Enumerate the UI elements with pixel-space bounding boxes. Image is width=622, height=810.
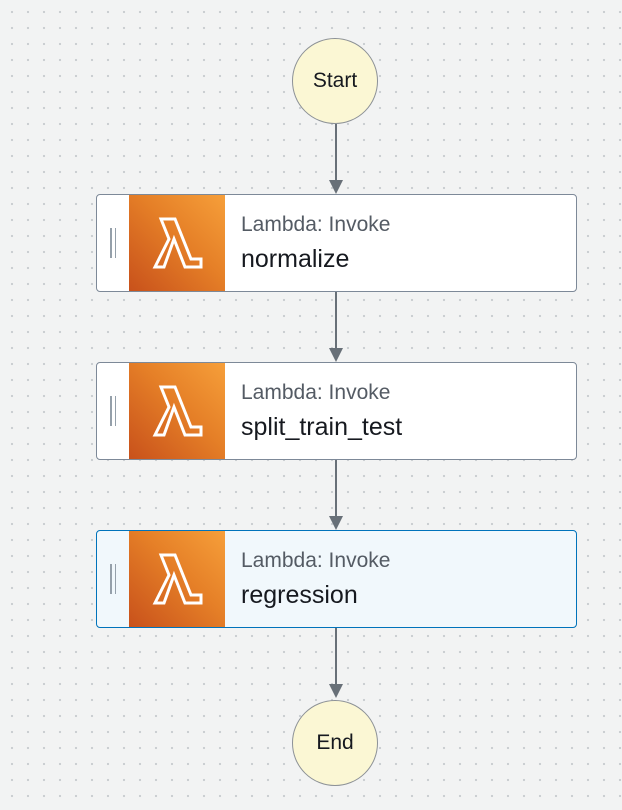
- arrowhead: [329, 684, 343, 698]
- drag-handle[interactable]: [97, 195, 129, 291]
- state-name-label: split_train_test: [241, 412, 403, 441]
- state-type-label: Lambda: Invoke: [241, 548, 391, 572]
- edge-regression-end: [335, 628, 337, 686]
- end-node[interactable]: End: [292, 700, 378, 786]
- drag-handle[interactable]: [97, 531, 129, 627]
- edge-split-regression: [335, 460, 337, 517]
- end-label: End: [316, 731, 354, 754]
- arrowhead: [329, 516, 343, 530]
- lambda-icon: [129, 531, 225, 627]
- lambda-icon: [129, 363, 225, 459]
- state-name-label: regression: [241, 580, 358, 609]
- start-label: Start: [312, 69, 358, 92]
- state-name-label: normalize: [241, 244, 350, 273]
- state-regression[interactable]: Lambda: Invoke regression: [96, 530, 577, 628]
- edge-normalize-split: [335, 292, 337, 349]
- start-node[interactable]: Start: [292, 38, 378, 124]
- state-type-label: Lambda: Invoke: [241, 380, 391, 404]
- state-type-label: Lambda: Invoke: [241, 212, 391, 236]
- drag-handle[interactable]: [97, 363, 129, 459]
- state-normalize[interactable]: Lambda: Invoke normalize: [96, 194, 577, 292]
- arrowhead: [329, 180, 343, 194]
- edge-start-normalize: [335, 124, 337, 182]
- arrowhead: [329, 348, 343, 362]
- state-split-train-test[interactable]: Lambda: Invoke split_train_test: [96, 362, 577, 460]
- lambda-icon: [129, 195, 225, 291]
